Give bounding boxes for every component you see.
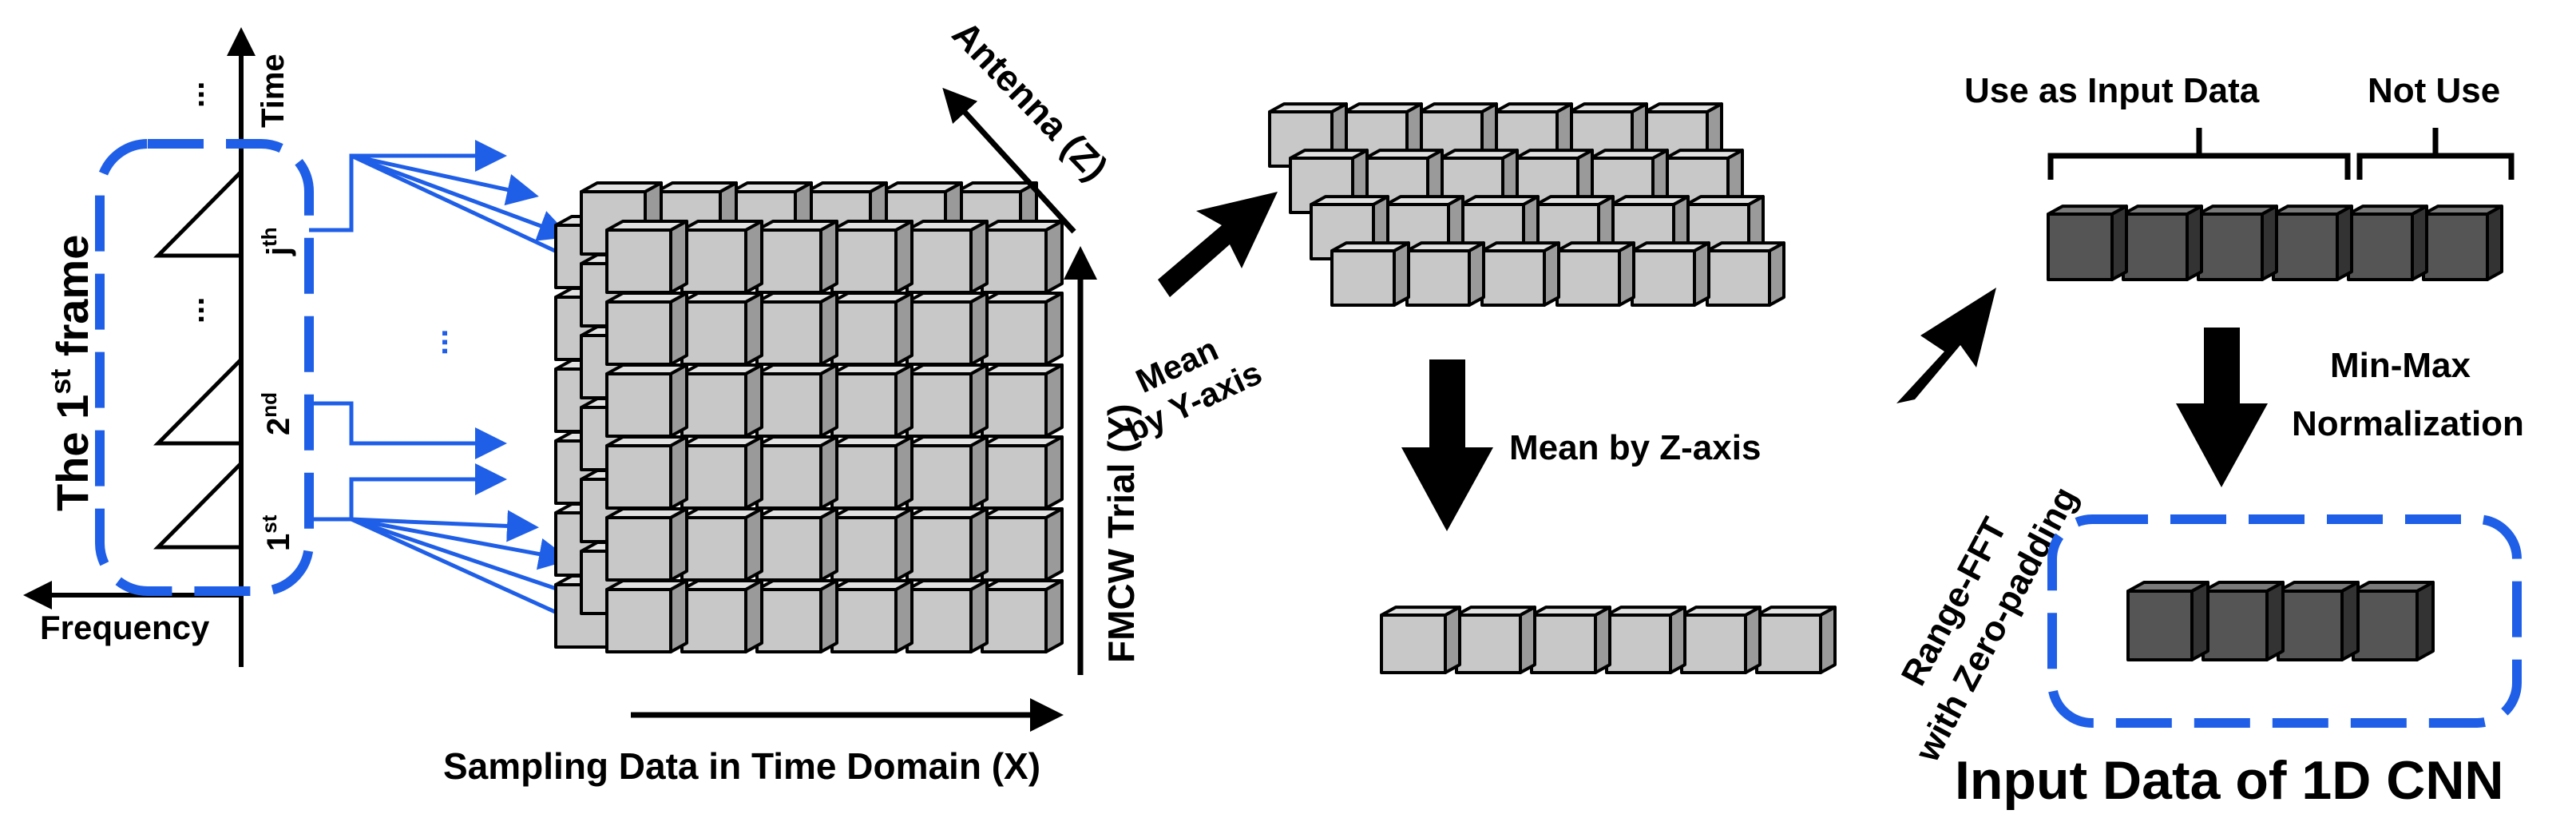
first-frame-label: The 1st frame <box>44 235 97 511</box>
minmax-arrow <box>2176 328 2268 487</box>
data-cube-cell <box>605 579 688 653</box>
data-cube-cell <box>755 579 838 653</box>
data-cube-cell <box>605 363 688 438</box>
mean-z-label: Mean by Z-axis <box>1509 428 1761 467</box>
data-cube-cell <box>830 220 913 294</box>
slab-cube-cell <box>1405 241 1485 307</box>
fft-cube-cell <box>2122 205 2203 281</box>
cube-z-axis <box>942 87 1076 234</box>
mean-y-label: Meanby Y-axis <box>1104 317 1267 449</box>
range-fft-arrow <box>1896 288 1996 403</box>
data-cube-cell <box>830 579 913 653</box>
data-cube-3d <box>554 181 1064 653</box>
slab-cube-cell <box>1706 241 1785 307</box>
output-title: Input Data of 1D CNN <box>1955 750 2504 811</box>
time-axis-label: Time <box>256 54 291 128</box>
cnn-input-cube-cell <box>2201 581 2285 661</box>
frequency-axis-label: Frequency <box>40 609 210 646</box>
data-cube-cell <box>680 435 763 510</box>
data-cube-cell <box>981 507 1064 582</box>
data-cube-cell <box>981 435 1064 510</box>
fft-cube-cell <box>2422 205 2503 281</box>
data-cube-cell <box>830 292 913 366</box>
chirp-panel: ... ... 1st 2nd jth Time Frequency The 1… <box>23 27 314 667</box>
fft-cube-cell <box>2197 205 2278 281</box>
averaged-2d-slab <box>1268 102 1785 307</box>
data-cube-cell <box>680 579 763 653</box>
mean-y-arrow <box>1158 192 1278 297</box>
data-cube-cell <box>906 435 989 510</box>
row-cube-cell <box>1680 606 1762 674</box>
data-cube-cell <box>680 220 763 294</box>
data-cube-cell <box>755 363 838 438</box>
averaged-1d-row <box>1380 606 1837 674</box>
use-input-label: Use as Input Data <box>1964 71 2260 110</box>
data-cube-cell <box>755 220 838 294</box>
fft-cube-cell <box>2272 205 2353 281</box>
first-frame-box <box>95 139 314 596</box>
row-cube-cell <box>1530 606 1611 674</box>
mean-z-arrow <box>1401 359 1493 531</box>
input-data-box <box>2047 514 2522 728</box>
data-cube-cell <box>981 579 1064 653</box>
slab-cube-cell <box>1330 241 1410 307</box>
chirp-label-jth: jth <box>257 227 296 256</box>
data-cube-cell <box>755 292 838 366</box>
not-use-label: Not Use <box>2368 71 2500 110</box>
data-cube-cell <box>906 363 989 438</box>
data-cube-cell <box>755 435 838 510</box>
data-cube-cell <box>605 220 688 294</box>
cube-ellipsis: ... <box>419 329 454 355</box>
fft-result-row <box>2047 205 2503 281</box>
data-cube-cell <box>605 507 688 582</box>
use-bracket <box>2047 128 2351 180</box>
row-cube-cell <box>1755 606 1837 674</box>
data-cube-cell <box>830 435 913 510</box>
data-cube-cell <box>680 363 763 438</box>
data-cube-cell <box>981 292 1064 366</box>
cnn-input-cube-cell <box>2352 581 2435 661</box>
slab-cube-cell <box>1480 241 1560 307</box>
data-cube-cell <box>680 507 763 582</box>
ellipsis-chirp-mid: ... <box>176 297 211 324</box>
row-cube-cell <box>1455 606 1536 674</box>
data-cube-cell <box>906 579 989 653</box>
chirp-label-1st: 1st <box>257 514 296 551</box>
data-cube-cell <box>981 220 1064 294</box>
data-cube-cell <box>605 292 688 366</box>
cube-y-axis-label: FMCW Trial (Y) <box>1100 403 1142 663</box>
data-cube-cell <box>906 220 989 294</box>
row-cube-cell <box>1380 606 1461 674</box>
not-use-bracket <box>2356 128 2515 180</box>
data-cube-cell <box>680 292 763 366</box>
fft-cube-cell <box>2047 205 2128 281</box>
row-cube-cell <box>1605 606 1686 674</box>
cnn-input-cube-cell <box>2126 581 2209 661</box>
data-cube-cell <box>906 507 989 582</box>
data-cube-cell <box>830 363 913 438</box>
chirp-label-2nd: 2nd <box>257 392 296 435</box>
cnn-input-cube-cell <box>2277 581 2360 661</box>
slab-cube-cell <box>1556 241 1635 307</box>
cube-x-axis-label: Sampling Data in Time Domain (X) <box>443 745 1040 787</box>
data-cube-cell <box>755 507 838 582</box>
slab-cube-cell <box>1631 241 1710 307</box>
ellipsis-chirp-top: ... <box>176 81 211 108</box>
chirp-j <box>153 166 244 258</box>
data-cube-cell <box>906 292 989 366</box>
cnn-input-row <box>2126 581 2435 661</box>
fft-cube-cell <box>2347 205 2428 281</box>
chirp-1 <box>153 458 244 550</box>
data-cube-cell <box>605 435 688 510</box>
data-cube-cell <box>981 363 1064 438</box>
cube-z-axis-label: Antenna (Z) <box>945 13 1116 189</box>
chirp-2 <box>153 354 244 446</box>
data-cube-cell <box>830 507 913 582</box>
